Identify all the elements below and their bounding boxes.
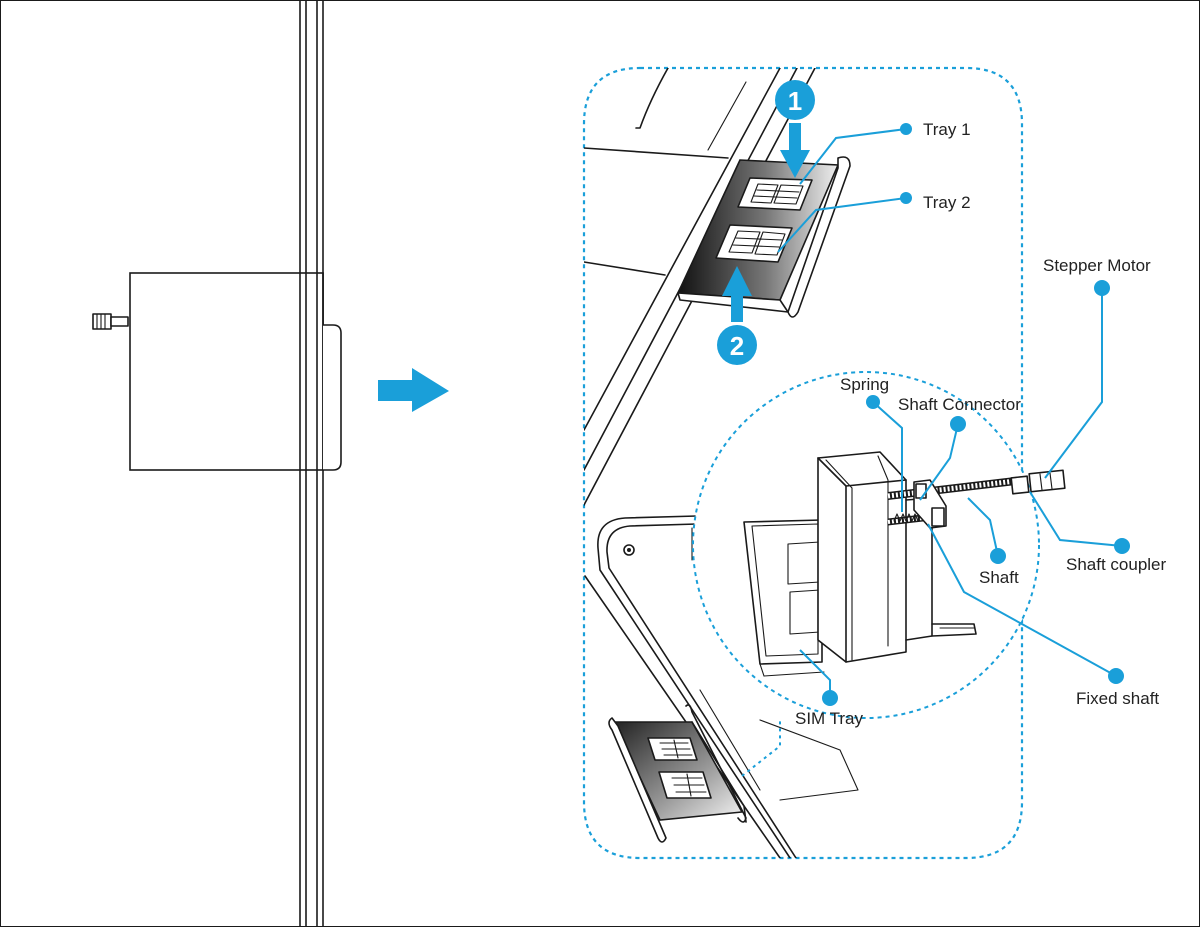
zoom-connector (742, 720, 780, 776)
label-tray2: Tray 2 (923, 193, 971, 212)
label-shaft-coupler: Shaft coupler (1066, 555, 1167, 574)
label-shaft-connector: Shaft Connector (898, 395, 1021, 414)
svg-text:1: 1 (788, 86, 802, 116)
label-tray1: Tray 1 (923, 120, 971, 139)
label-stepper-motor: Stepper Motor (1043, 256, 1151, 275)
step-badge-1: 1 (775, 80, 815, 120)
tray2-slot (716, 225, 792, 262)
sim-tray-lower (609, 705, 746, 842)
motor-housing-box (130, 273, 323, 470)
label-spring: Spring (840, 375, 889, 394)
sim-tray-upper (678, 157, 850, 317)
label-shaft: Shaft (979, 568, 1019, 587)
step-badge-2: 2 (717, 325, 757, 365)
slot-cover-plate (323, 325, 341, 470)
lower-slot-a (648, 738, 697, 760)
shaft-stub (93, 314, 128, 329)
detail-panel: 1 2 (584, 68, 1167, 858)
label-fixed-shaft: Fixed shaft (1076, 689, 1159, 708)
svg-text:2: 2 (730, 331, 744, 361)
lower-slot-b (659, 772, 711, 798)
arrow-right-icon (378, 368, 449, 412)
label-sim-tray: SIM Tray (795, 709, 864, 728)
